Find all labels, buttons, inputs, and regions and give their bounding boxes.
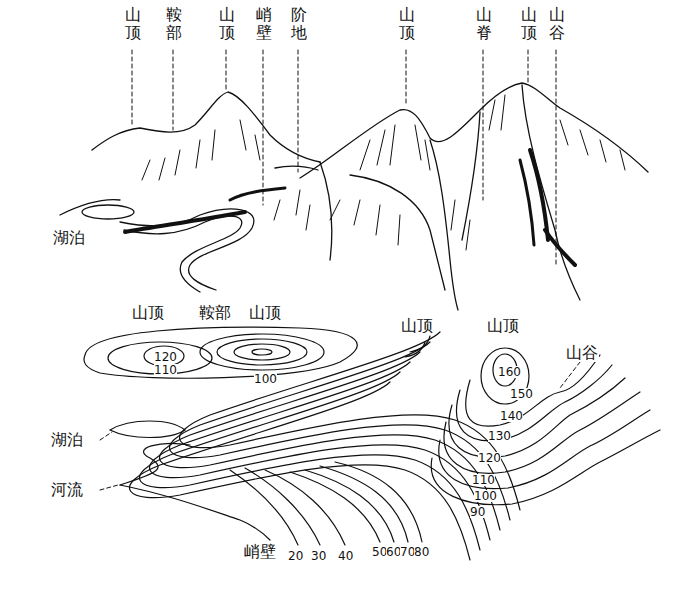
elevation-number: 120 — [154, 351, 177, 363]
vertical-label: 山顶 — [520, 6, 538, 41]
vertical-label: 峭壁 — [255, 6, 273, 41]
feature-label: 鞍部 — [198, 303, 232, 322]
elevation-number: 90 — [470, 506, 485, 518]
elevation-number: 150 — [510, 388, 533, 400]
vertical-label: 阶地 — [290, 6, 308, 41]
elevation-number: 140 — [500, 410, 523, 422]
vertical-label: 山谷 — [548, 6, 566, 41]
feature-label: 山顶 — [400, 316, 434, 335]
elevation-number: 160 — [498, 366, 521, 378]
elevation-number: 40 — [338, 550, 353, 562]
elevation-number: 50 — [372, 546, 387, 558]
elevation-number: 20 — [288, 550, 303, 562]
elevation-number: 120 — [478, 452, 501, 464]
feature-label: 山顶 — [131, 303, 165, 322]
elevation-number: 30 — [311, 550, 326, 562]
feature-label: 山顶 — [248, 303, 282, 322]
feature-label: 峭壁 — [243, 542, 277, 561]
feature-label: 湖泊 — [50, 430, 84, 449]
feature-label: 山顶 — [486, 316, 520, 335]
feature-label: 河流 — [50, 480, 84, 499]
feature-label: 山谷 — [565, 343, 599, 362]
elevation-number: 60 — [386, 546, 401, 558]
vertical-label: 山顶 — [124, 6, 142, 41]
vertical-label: 山脊 — [475, 6, 493, 41]
elevation-number: 100 — [474, 490, 497, 502]
vertical-label: 山顶 — [398, 6, 416, 41]
elevation-number: 130 — [488, 430, 511, 442]
elevation-number: 70 — [400, 546, 415, 558]
elevation-number: 110 — [472, 474, 495, 486]
vertical-label: 山顶 — [218, 6, 236, 41]
vertical-label: 鞍部 — [165, 6, 183, 41]
feature-label: 湖泊 — [52, 228, 86, 247]
elevation-number: 100 — [254, 373, 277, 385]
elevation-number: 110 — [154, 364, 177, 376]
elevation-number: 80 — [414, 546, 429, 558]
